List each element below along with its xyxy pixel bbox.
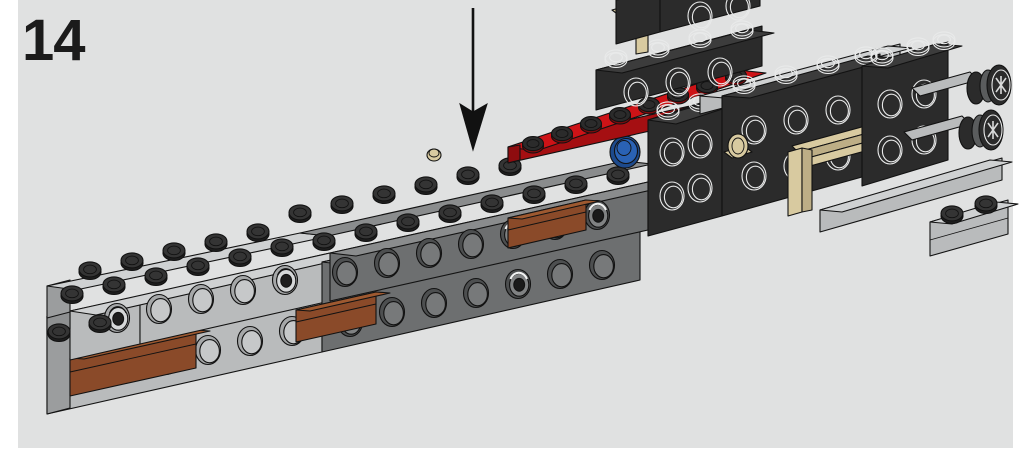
long-beam-assembly [46, 135, 675, 415]
light-gray-lower-beam [819, 157, 1013, 233]
reddish-brown-spacer-mid [295, 291, 391, 343]
tan-axle-left-lower [723, 133, 753, 159]
right-black-assembly [595, 0, 1019, 257]
reddish-brown-spacer-right [507, 199, 601, 249]
tan-axle-body-vertical [787, 147, 813, 217]
axle-connector-lower [903, 109, 1004, 151]
black-top-block [615, 0, 761, 45]
blue-technic-pin [609, 135, 641, 169]
black-mid-right-body [721, 46, 897, 217]
step-number: 14 [22, 8, 86, 73]
black-upper-beam [595, 20, 775, 111]
tan-pin-nub [426, 148, 442, 162]
black-right-end-block [861, 31, 963, 187]
placement-arrow [459, 8, 488, 152]
bottom-right-plate [929, 195, 1019, 257]
axle-connector-upper [911, 64, 1012, 106]
